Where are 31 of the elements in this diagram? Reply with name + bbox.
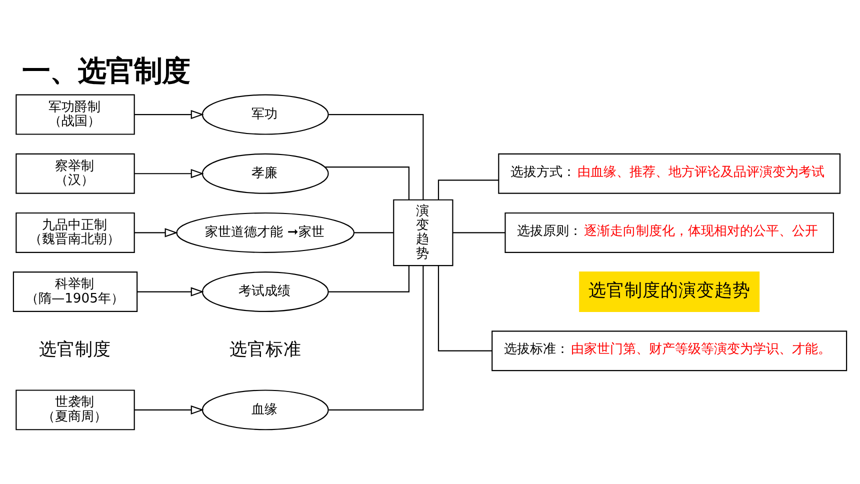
node-ellipse: 考试成绩	[202, 272, 329, 312]
arrow	[134, 405, 204, 415]
node-box: 科举制 （隋—1905年）	[12, 272, 138, 312]
node-ellipse: 家世道德才能 ➞家世	[176, 212, 355, 253]
arrow	[138, 287, 204, 296]
node-ellipse: 血缘	[202, 390, 329, 430]
node-box: 演变趋势	[393, 199, 454, 266]
arrow	[134, 228, 178, 238]
connector	[328, 266, 424, 410]
connector	[438, 180, 499, 200]
connector	[438, 266, 492, 352]
connector	[452, 232, 506, 234]
diagram-title: 一、选官制度	[22, 54, 190, 88]
node-box: 察举制 （汉）	[16, 153, 135, 194]
arrow	[134, 110, 204, 120]
node-box: 选拔方式：由血缘、推荐、地方评论及品评演变为考试	[498, 153, 841, 194]
node-box: 世袭制 （夏商周）	[16, 390, 135, 430]
label: 选官制度	[39, 340, 112, 360]
connector	[325, 166, 410, 200]
connector	[328, 266, 410, 292]
node-box: 九品中正制 （魏晋南北朝）	[16, 212, 135, 253]
node-box: 选拔标准：由家世门第、财产等级等演变为学识、才能。	[492, 330, 848, 372]
label: 选官制度的演变趋势	[588, 280, 750, 301]
node-box: 军功爵制 （战国）	[16, 94, 135, 135]
node-ellipse: 军功	[202, 94, 329, 135]
connector	[328, 114, 424, 200]
label: 选官标准	[229, 340, 302, 360]
node-ellipse: 孝廉	[202, 153, 329, 194]
arrow	[134, 169, 204, 178]
connector	[354, 232, 394, 234]
node-box: 选拔原则：逐渐走向制度化，体现相对的公平、公开	[504, 212, 834, 253]
